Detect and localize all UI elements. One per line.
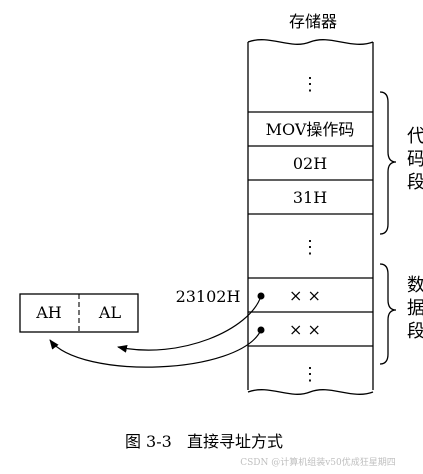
data-segment-char-1: 数 <box>407 275 423 296</box>
code-segment-char-1: 代 <box>407 126 423 147</box>
memory-cell-02h: 02H <box>293 154 327 173</box>
arrow-to-ah <box>49 329 262 368</box>
cell-dividers <box>248 111 373 347</box>
memory-cell-ellipsis-middle: ⋮ <box>301 237 319 258</box>
memory-cell-mov-opcode: MOV操作码 <box>266 120 355 139</box>
memory-cell-ellipsis-top: ⋮ <box>301 74 319 95</box>
data-segment-label: 数 据 段 <box>407 275 423 342</box>
memory-cell-data-high: × × <box>289 320 321 339</box>
data-segment-char-2: 据 <box>407 298 423 319</box>
memory-cell-data-low: × × <box>289 286 321 305</box>
arrow-to-al <box>117 295 262 353</box>
code-segment-brace <box>379 91 397 235</box>
address-label: 23102H <box>176 287 241 306</box>
memory-bottom-wave <box>247 389 374 395</box>
memory-top-wave <box>247 39 374 45</box>
memory-title: 存储器 <box>289 12 337 31</box>
data-segment-brace <box>379 263 397 365</box>
memory-cell-ellipsis-bottom: ⋮ <box>301 364 319 385</box>
watermark-text: CSDN @计算机组装v50优成狂星期四 <box>240 456 396 468</box>
code-segment-char-3: 段 <box>407 172 423 193</box>
code-segment-char-2: 码 <box>407 149 423 170</box>
register-ah: AH <box>35 303 62 322</box>
register-al: AL <box>98 303 122 322</box>
figure-caption: 图 3-3 直接寻址方式 <box>125 432 283 451</box>
code-segment-label: 代 码 段 <box>407 126 423 193</box>
memory-cell-31h: 31H <box>293 188 327 207</box>
data-segment-char-3: 段 <box>407 321 423 342</box>
